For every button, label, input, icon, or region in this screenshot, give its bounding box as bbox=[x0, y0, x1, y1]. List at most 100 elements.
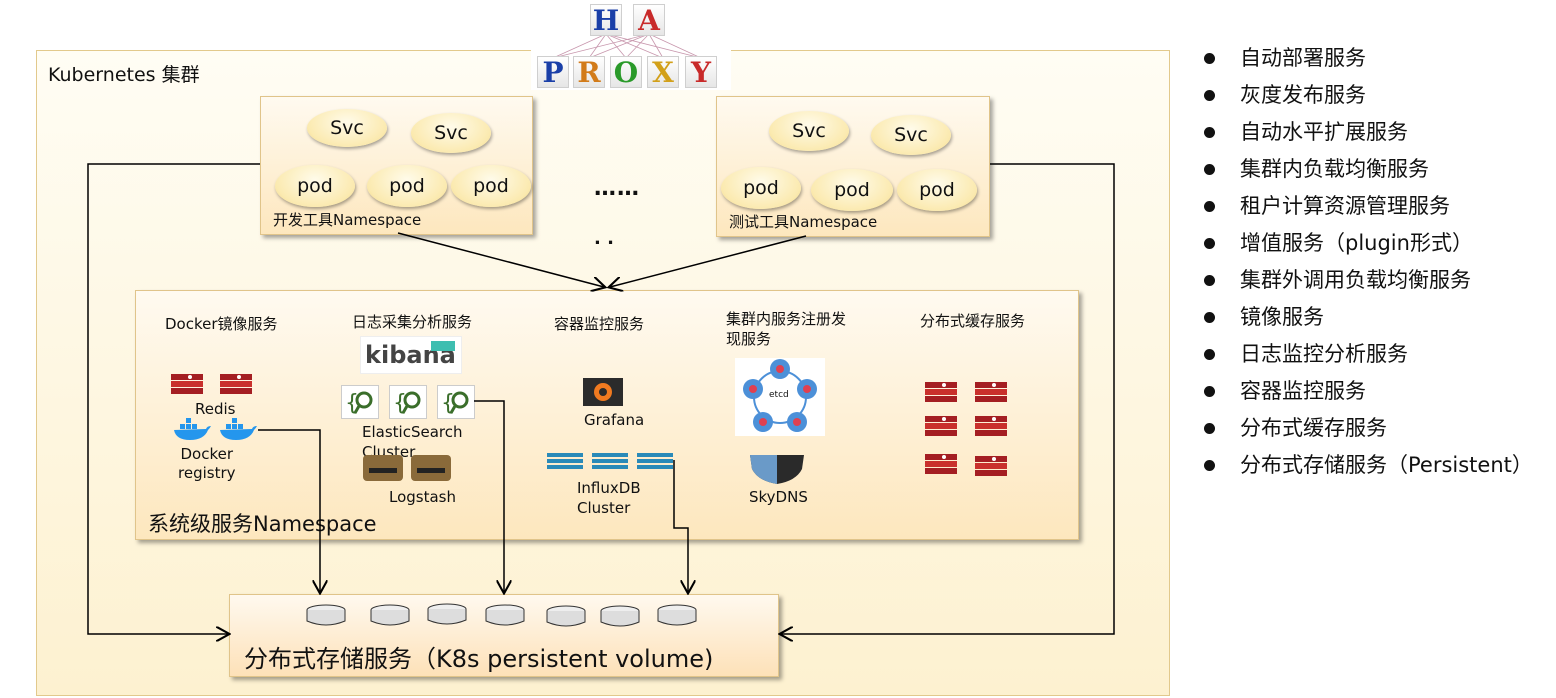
bullet-item: 租户计算资源管理服务 bbox=[1200, 188, 1533, 225]
grafana-label: Grafana bbox=[584, 411, 645, 429]
bullet-text: 自动部署服务 bbox=[1240, 46, 1366, 70]
bullet-item: 镜像服务 bbox=[1200, 299, 1533, 336]
storage-label: 分布式存储服务（K8s persistent volume) bbox=[244, 645, 714, 673]
test-namespace-box: Svc Svc pod pod pod 测试工具Namespace bbox=[716, 96, 990, 237]
skydns-icon bbox=[746, 451, 808, 485]
bullet-text: 集群外调用负载均衡服务 bbox=[1240, 268, 1471, 292]
bullet-item: 容器监控服务 bbox=[1200, 373, 1533, 410]
dev-pod-1: pod bbox=[275, 165, 355, 207]
dev-svc-2: Svc bbox=[411, 113, 491, 153]
docker-registry-label: Docker registry bbox=[178, 445, 236, 482]
haproxy-letter-r: R bbox=[573, 56, 605, 89]
redis-cache-icon bbox=[974, 414, 1008, 438]
logging-service-title: 日志采集分析服务 bbox=[352, 313, 473, 331]
redis-cache-icon bbox=[974, 454, 1008, 478]
disk-icon bbox=[370, 604, 410, 626]
haproxy-letter-h: H bbox=[590, 4, 622, 37]
dev-svc-1: Svc bbox=[307, 109, 387, 147]
cache-service-title: 分布式缓存服务 bbox=[920, 312, 1026, 330]
docker-service-title: Docker镜像服务 bbox=[165, 315, 278, 333]
redis-icon bbox=[219, 372, 253, 396]
haproxy-link-lines bbox=[552, 33, 702, 59]
redis-cache-icon bbox=[974, 380, 1008, 404]
haproxy-logo: H A P R O X Y bbox=[531, 0, 731, 90]
bullet-dot bbox=[1204, 349, 1215, 360]
test-pod-3: pod bbox=[897, 169, 977, 211]
docker-whale-icon bbox=[172, 418, 212, 446]
test-svc-2: Svc bbox=[871, 115, 951, 155]
skydns-label: SkyDNS bbox=[749, 488, 808, 506]
disk-icon bbox=[485, 604, 525, 626]
discovery-service-title: 集群内服务注册发 现服务 bbox=[726, 310, 847, 348]
haproxy-letter-o: O bbox=[610, 56, 642, 89]
redis-cache-icon bbox=[924, 414, 958, 438]
redis-cache-icon bbox=[924, 380, 958, 404]
dev-pod-3: pod bbox=[451, 165, 531, 207]
bullet-dot bbox=[1204, 53, 1215, 64]
bullet-item: 集群外调用负载均衡服务 bbox=[1200, 262, 1533, 299]
bullet-text: 租户计算资源管理服务 bbox=[1240, 194, 1450, 218]
elasticsearch-icon: { bbox=[437, 385, 475, 419]
bullet-item: 日志监控分析服务 bbox=[1200, 336, 1533, 373]
elasticsearch-icon: { bbox=[389, 385, 427, 419]
grafana-icon bbox=[583, 378, 623, 406]
influxdb-icon bbox=[545, 451, 675, 471]
bullet-text: 分布式存储服务（Persistent） bbox=[1240, 453, 1533, 477]
influxdb-label: InfluxDB Cluster bbox=[577, 479, 641, 517]
bullet-item: 自动水平扩展服务 bbox=[1200, 114, 1533, 151]
disk-icon bbox=[306, 604, 346, 626]
docker-whale-icon bbox=[218, 418, 258, 446]
bullet-text: 容器监控服务 bbox=[1240, 379, 1366, 403]
bullet-item: 自动部署服务 bbox=[1200, 40, 1533, 77]
disk-icon bbox=[600, 605, 640, 627]
system-namespace-label: 系统级服务Namespace bbox=[148, 512, 377, 536]
bullet-item: 分布式存储服务（Persistent） bbox=[1200, 447, 1533, 484]
redis-icon bbox=[170, 372, 204, 396]
logstash-icon bbox=[359, 452, 457, 482]
dev-pod-2: pod bbox=[367, 165, 447, 207]
bullet-dot bbox=[1204, 90, 1215, 101]
disk-icon bbox=[546, 605, 586, 627]
bullet-item: 增值服务（plugin形式） bbox=[1200, 225, 1533, 262]
disk-icon bbox=[427, 603, 467, 625]
bullet-text: 灰度发布服务 bbox=[1240, 83, 1366, 107]
elasticsearch-icon: { bbox=[341, 385, 379, 419]
haproxy-letter-a: A bbox=[633, 4, 665, 37]
etcd-label: etcd bbox=[769, 390, 789, 400]
bullet-dot bbox=[1204, 312, 1215, 323]
bullet-dot bbox=[1204, 238, 1215, 249]
bullet-dot bbox=[1204, 460, 1215, 471]
bullet-dot bbox=[1204, 164, 1215, 175]
test-pod-2: pod bbox=[811, 169, 893, 211]
bullet-item: 灰度发布服务 bbox=[1200, 77, 1533, 114]
bullet-dot bbox=[1204, 423, 1215, 434]
bullet-item: 集群内负载均衡服务 bbox=[1200, 151, 1533, 188]
dev-namespace-label: 开发工具Namespace bbox=[273, 211, 422, 229]
bullet-dot bbox=[1204, 275, 1215, 286]
redis-label: Redis bbox=[195, 400, 236, 418]
etcd-icon: etcd bbox=[735, 358, 825, 436]
redis-cache-icon bbox=[924, 452, 958, 476]
bullet-text: 集群内负载均衡服务 bbox=[1240, 157, 1429, 181]
more-namespaces-dots: . . bbox=[594, 228, 614, 249]
bullet-dot bbox=[1204, 201, 1215, 212]
bullet-dot bbox=[1204, 127, 1215, 138]
haproxy-letter-x: X bbox=[647, 56, 679, 89]
test-pod-1: pod bbox=[721, 167, 801, 209]
more-namespaces-ellipsis: …… bbox=[594, 176, 640, 201]
bullet-item: 分布式缓存服务 bbox=[1200, 410, 1533, 447]
logstash-label: Logstash bbox=[389, 488, 457, 506]
haproxy-letter-p: P bbox=[537, 56, 569, 89]
system-namespace-box bbox=[135, 290, 1079, 540]
test-namespace-label: 测试工具Namespace bbox=[729, 213, 878, 231]
disk-icon bbox=[657, 604, 697, 626]
bullet-text: 日志监控分析服务 bbox=[1240, 342, 1408, 366]
bullet-text: 镜像服务 bbox=[1240, 305, 1324, 329]
cluster-title: Kubernetes 集群 bbox=[48, 64, 200, 86]
test-svc-1: Svc bbox=[769, 111, 849, 151]
kibana-mark-icon bbox=[431, 341, 455, 351]
feature-bullet-list: 自动部署服务 灰度发布服务 自动水平扩展服务 集群内负载均衡服务 租户计算资源管… bbox=[1200, 40, 1533, 484]
monitoring-service-title: 容器监控服务 bbox=[554, 315, 645, 333]
bullet-dot bbox=[1204, 386, 1215, 397]
